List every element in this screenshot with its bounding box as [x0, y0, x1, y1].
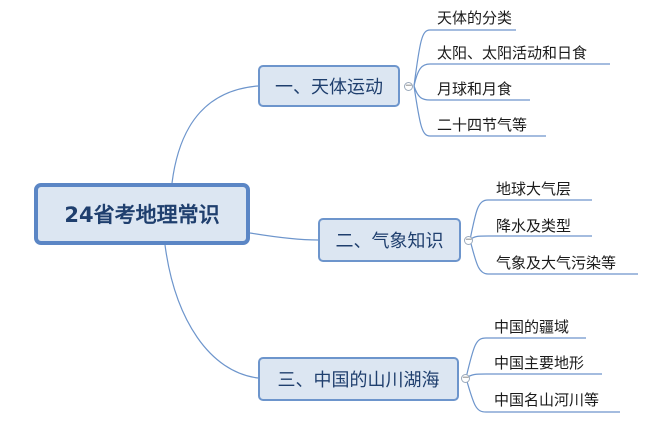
connector-b3-leaf-1 — [465, 337, 586, 379]
connector-b2-leaf-3 — [469, 239, 638, 275]
branch-label: 二、气象知识 — [335, 231, 444, 252]
connector-b2-leaf-2 — [469, 235, 592, 241]
leaf-node[interactable]: 降水及类型 — [496, 217, 572, 235]
connector-root-branch-1 — [171, 85, 259, 184]
leaf-node[interactable]: 月球和月食 — [437, 80, 513, 98]
leaf-node[interactable]: 太阳、太阳活动和日食 — [437, 44, 588, 62]
leaf-node[interactable]: 天体的分类 — [437, 9, 513, 27]
leaf-node[interactable]: 地球大气层 — [496, 180, 572, 198]
connector-b1-leaf-3 — [413, 85, 530, 101]
leaf-node[interactable]: 中国的疆域 — [494, 318, 570, 336]
connector-b1-leaf-4 — [413, 85, 546, 137]
connector-b3-leaf-2 — [465, 373, 602, 379]
connector-root-branch-2 — [249, 232, 319, 241]
branch-node-2[interactable]: 二、气象知识 — [318, 218, 461, 262]
branch-node-3[interactable]: 三、中国的山川湖海 — [258, 357, 459, 401]
branch-node-1[interactable]: 一、天体运动 — [258, 65, 400, 107]
connector-b1-leaf-1 — [413, 29, 516, 87]
leaf-node[interactable]: 中国主要地形 — [494, 354, 585, 372]
leaf-node[interactable]: 气象及大气污染等 — [496, 254, 617, 272]
branch-label: 三、中国的山川湖海 — [277, 370, 440, 391]
root-node[interactable]: 24省考地理常识 — [34, 183, 250, 245]
collapse-toggle-icon[interactable]: − — [461, 373, 470, 383]
connector-b3-leaf-3 — [465, 377, 620, 413]
connector-root-branch-3 — [164, 244, 259, 379]
collapse-toggle-icon[interactable]: − — [464, 235, 473, 245]
collapse-toggle-icon[interactable]: − — [404, 81, 413, 91]
leaf-node[interactable]: 中国名山河川等 — [494, 391, 600, 409]
connector-b1-leaf-2 — [413, 63, 610, 87]
connector-b2-leaf-1 — [469, 199, 592, 241]
branch-label: 一、天体运动 — [275, 77, 383, 98]
leaf-node[interactable]: 二十四节气等 — [437, 116, 528, 134]
root-label: 24省考地理常识 — [64, 203, 220, 227]
